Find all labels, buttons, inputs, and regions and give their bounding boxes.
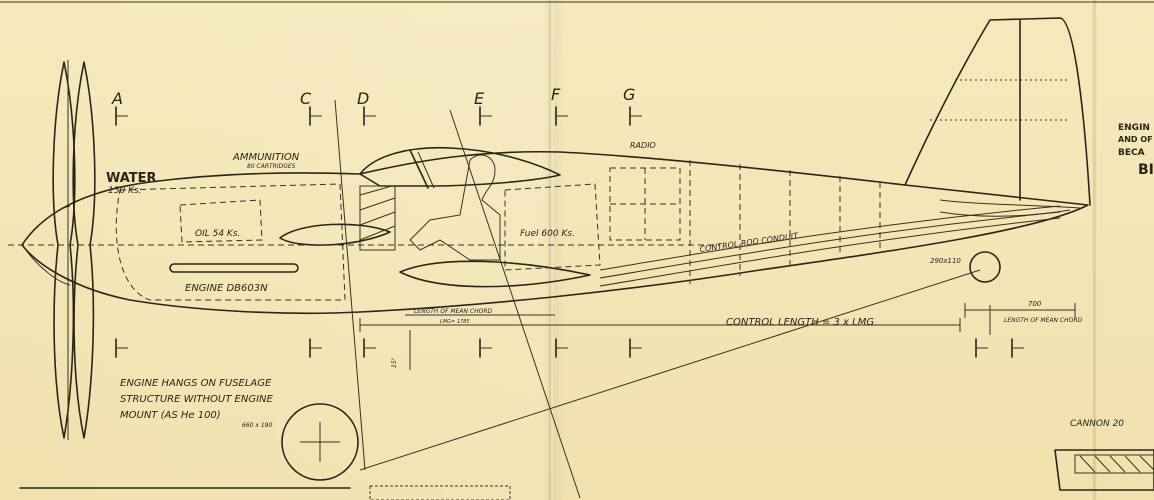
propeller	[52, 60, 96, 440]
engine-label: ENGINE DB603N	[185, 283, 268, 294]
control-length-label: CONTROL LENGTH = 3 x LMG	[726, 317, 874, 328]
engine-note-line-2: STRUCTURE WITHOUT ENGINE	[120, 394, 273, 405]
engine-note-line-3: MOUNT (AS He 100)	[120, 410, 221, 421]
right-note-line-4: BI	[1138, 162, 1154, 178]
main-landing-gear	[281, 99, 981, 499]
control-conduit-label: CONTROL ROD CONDUIT	[699, 231, 800, 254]
cannon-label: CANNON 20	[1070, 419, 1124, 429]
dim-700-label: 700	[1028, 300, 1042, 308]
engine-note-line-1: ENGINE HANGS ON FUSELAGE	[120, 378, 272, 389]
right-note-line-1: ENGIN	[1118, 123, 1150, 133]
station-letter-f: F	[551, 85, 561, 104]
ammunition-label: AMMUNITION	[232, 152, 300, 163]
water-label: WATER	[106, 171, 157, 186]
radio-label: RADIO	[630, 141, 656, 150]
station-markers	[115, 106, 1024, 358]
oil-label: OIL 54 Ks.	[195, 229, 240, 239]
paper-fold	[548, 0, 554, 500]
station-letter-g: G	[623, 85, 635, 104]
right-note-line-3: BECA	[1118, 148, 1145, 158]
ammunition-qty-label: 80 CARTRIDGES	[247, 163, 296, 170]
station-letter-c: C	[300, 89, 312, 108]
angle-label: 15°	[391, 357, 398, 368]
dimension-lines	[359, 303, 1076, 370]
water-qty-label: 150 Ks.	[108, 186, 142, 196]
paper-fold-right	[1092, 0, 1097, 500]
station-letter-d: D	[357, 89, 369, 108]
mean-chord-label: LENGTH OF MEAN CHORD	[414, 308, 492, 315]
station-letter-labels: A C D E F G	[111, 85, 635, 108]
fuel-label: Fuel 600 Ks.	[520, 229, 575, 239]
right-note-line-2: AND OF	[1118, 135, 1153, 144]
length-of-mean-chord-label: LENGTH OF MEAN CHORD	[1004, 317, 1082, 324]
station-letter-e: E	[474, 89, 485, 108]
station-letter-a: A	[111, 89, 123, 108]
fuselage	[21, 17, 1091, 315]
cannon-fragment	[369, 449, 1154, 500]
tyre-size-label: 660 x 190	[242, 422, 272, 429]
mean-chord-sub-label: LMG= 1785	[440, 319, 469, 325]
tailwheel-size-label: 290x110	[930, 257, 961, 265]
